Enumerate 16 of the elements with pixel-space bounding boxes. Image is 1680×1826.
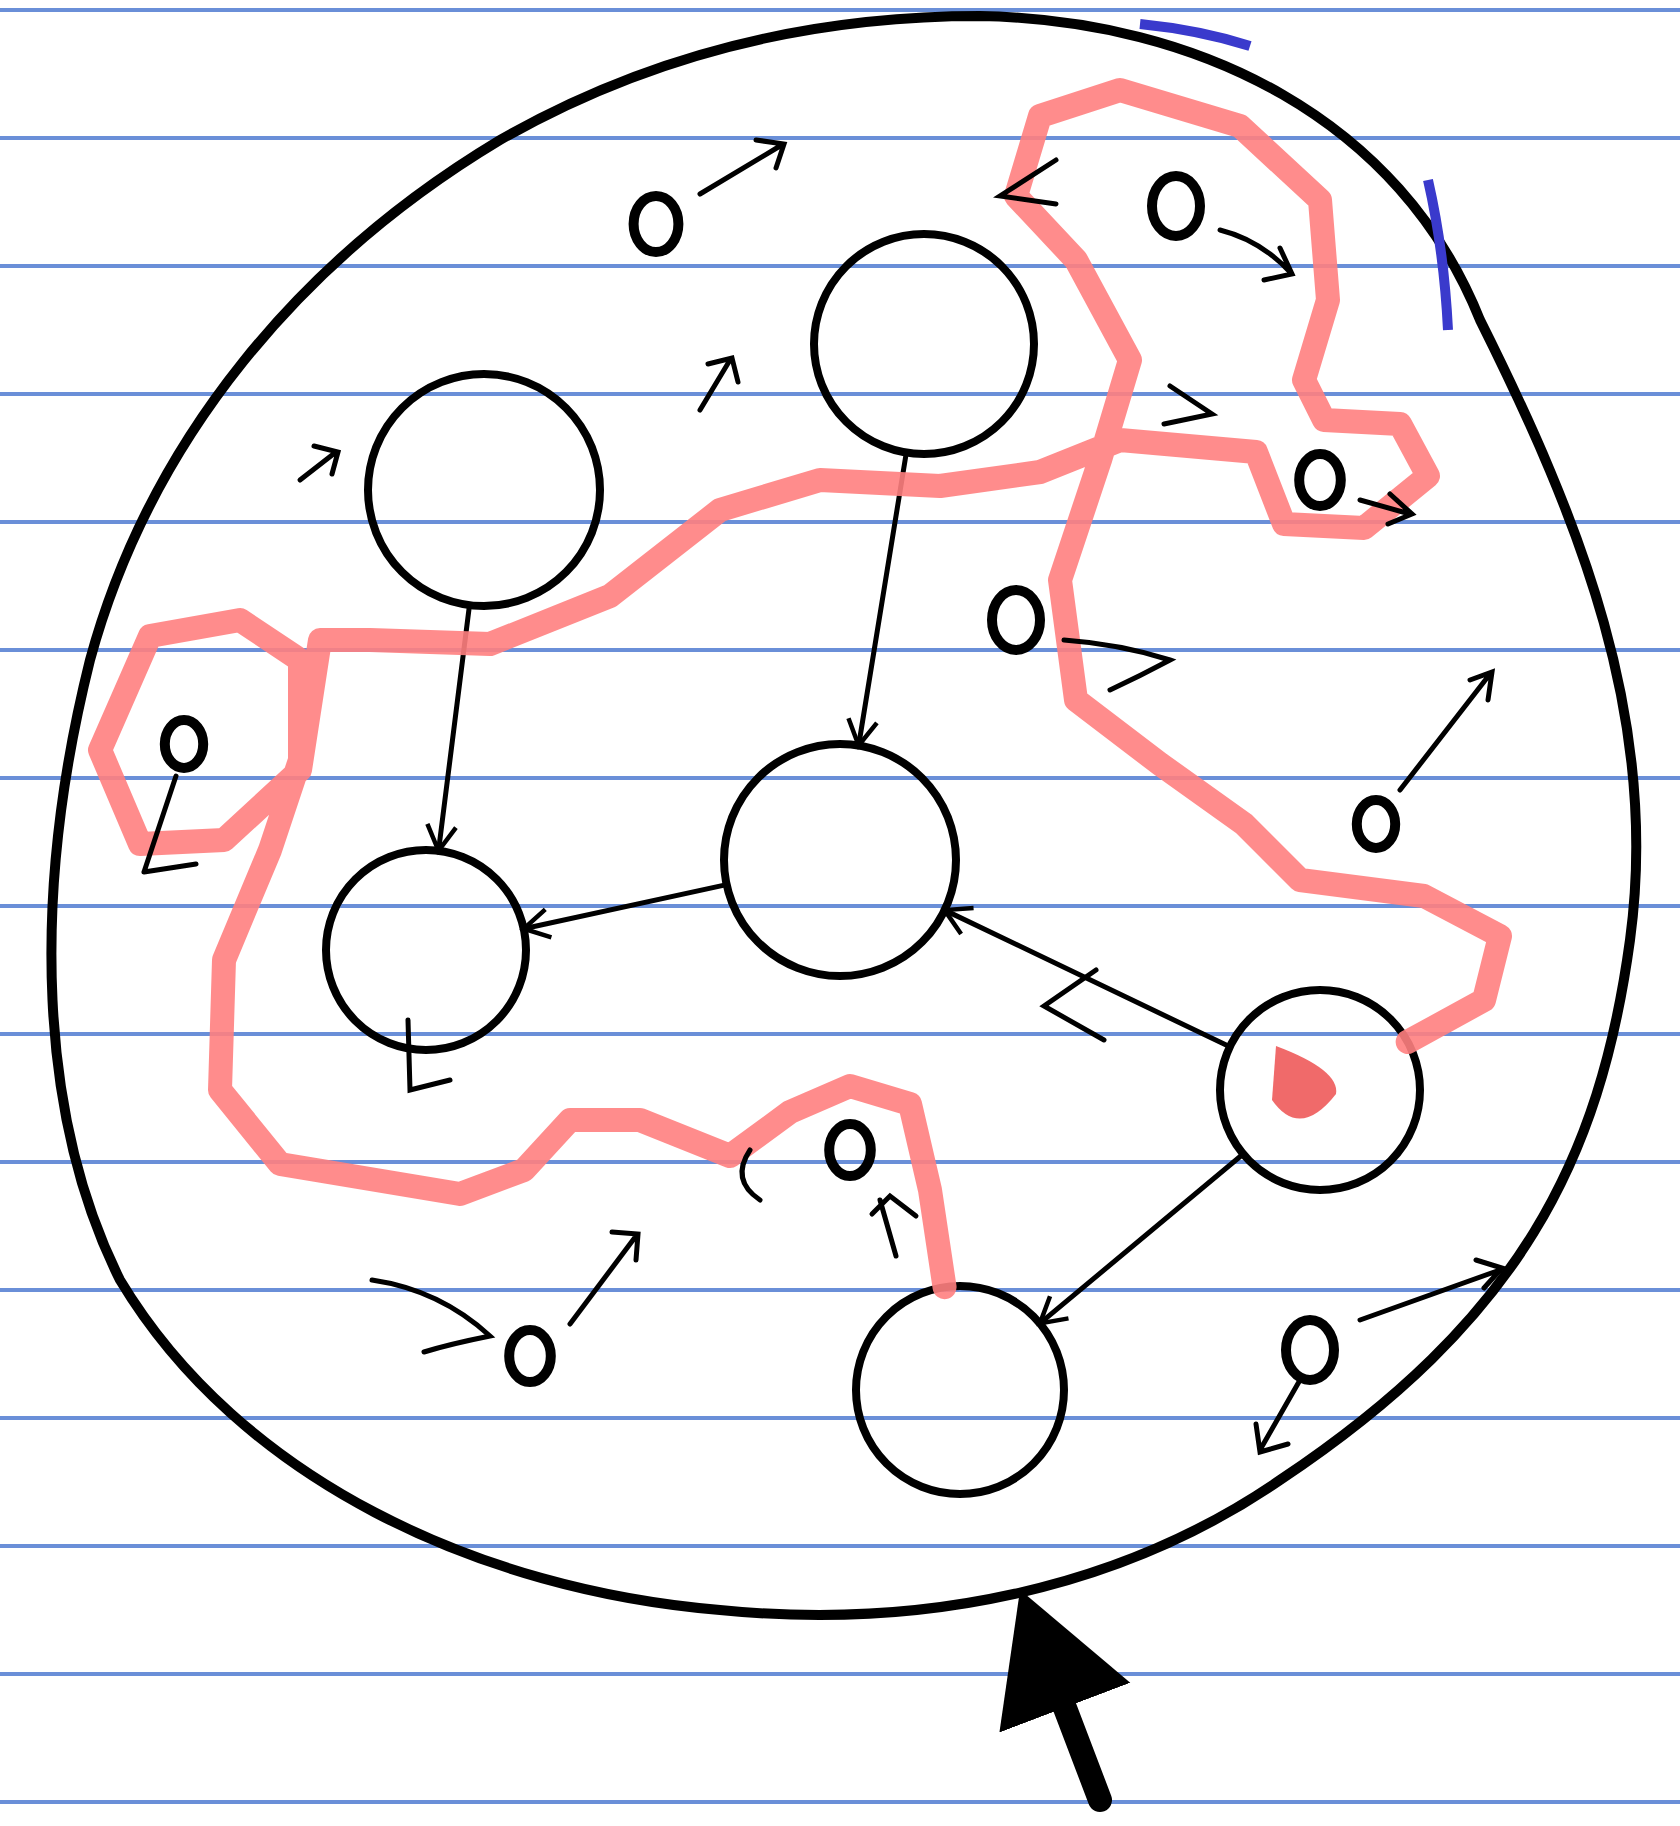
circle-node	[1214, 984, 1426, 1196]
particle	[1288, 448, 1352, 512]
circle-node	[320, 844, 532, 1056]
circle-node	[808, 228, 1040, 460]
arrow	[846, 450, 909, 748]
particle	[498, 1324, 562, 1388]
arrow	[425, 602, 472, 854]
particle	[154, 714, 214, 774]
circle-node	[850, 1280, 1070, 1500]
arrow	[1037, 1151, 1246, 1326]
particle	[1346, 794, 1406, 854]
arrow	[521, 882, 730, 940]
arrow	[942, 905, 1233, 1050]
circle-node	[362, 368, 606, 612]
particle	[818, 1118, 882, 1182]
circle-node	[718, 738, 962, 982]
